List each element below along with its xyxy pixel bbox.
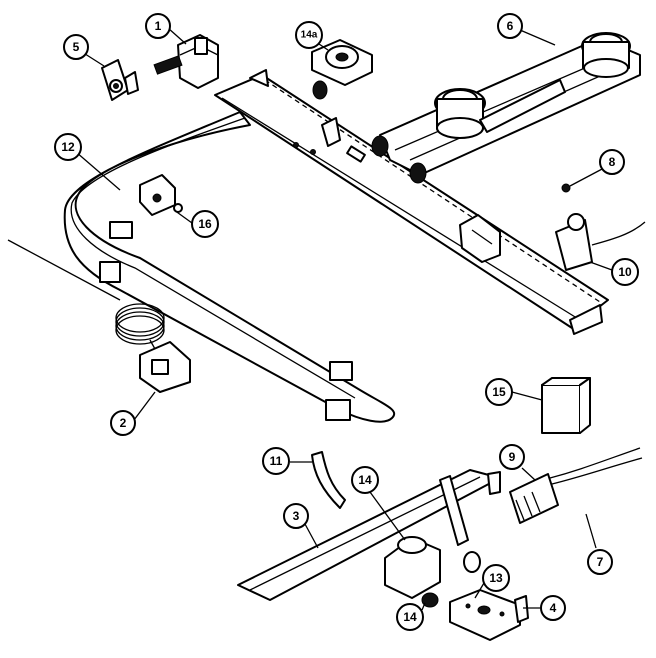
callout-label: 8 [609,155,616,169]
burner-support-bracket [214,69,609,335]
callout-label: 12 [61,140,75,154]
callout-15: 15 [485,378,513,406]
switch-block-part [541,377,591,434]
oven-burner-tube [311,451,346,509]
surface-burner-assembly [371,32,641,184]
igniter-bracket-part [555,183,646,271]
callout-label: 13 [489,571,503,585]
callout-label: 14a [301,30,318,41]
callout-label: 6 [507,19,514,33]
spark-ignition-bracket [101,59,139,101]
callout-14a: 14a [295,21,323,49]
callout-14-top: 14 [351,466,379,494]
callout-12: 12 [54,133,82,161]
callout-label: 11 [270,454,283,468]
leader-lines [75,27,613,611]
callout-label: 16 [198,217,212,231]
callout-11: 11 [262,447,290,475]
callout-1: 1 [145,13,171,39]
orifice-holder-part [311,39,373,100]
oven-thermostat-part [7,239,191,393]
callout-8: 8 [599,149,625,175]
callout-6: 6 [497,13,523,39]
safety-valve-part [384,536,441,608]
callout-label: 2 [120,416,127,430]
callout-13: 13 [482,564,510,592]
callout-label: 14 [403,610,417,624]
top-burner-manifold-pipe [63,111,395,423]
callout-label: 9 [509,450,516,464]
callout-3: 3 [283,503,309,529]
oven-manifold-pipe [237,469,501,601]
callout-label: 15 [492,385,506,399]
callout-label: 10 [618,265,632,279]
callout-2: 2 [110,410,136,436]
callout-label: 1 [155,19,162,33]
callout-label: 14 [358,473,372,487]
callout-10: 10 [611,258,639,286]
callout-9: 9 [499,444,525,470]
callout-16: 16 [191,210,219,238]
callout-label: 5 [73,40,80,54]
valve-clip-part [139,174,183,216]
terminal-block-part [509,447,643,524]
callout-4: 4 [540,595,566,621]
callout-7: 7 [587,549,613,575]
callout-label: 3 [293,509,300,523]
callout-label: 4 [550,601,557,615]
callout-14-bottom: 14 [396,603,424,631]
callout-5: 5 [63,34,89,60]
valve-block-part [449,589,529,641]
callout-label: 7 [597,555,604,569]
burner-valve-part [153,34,219,89]
